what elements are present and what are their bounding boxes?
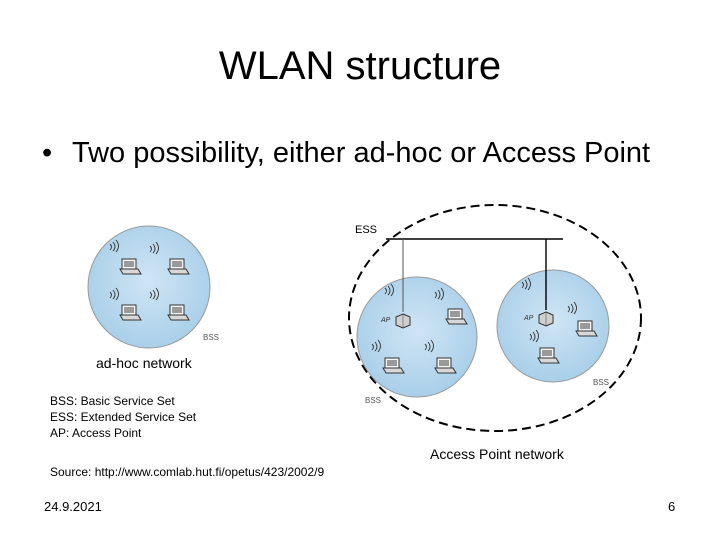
slide-date: 24.9.2021 (44, 499, 102, 514)
ap-cell-left: AP BSS (357, 277, 477, 405)
page-number: 6 (668, 499, 675, 514)
ap-label: AP (523, 315, 534, 322)
adhoc-cell: BSS (88, 226, 219, 348)
adhoc-network-caption: ad-hoc network (96, 355, 192, 371)
legend-item: BSS: Basic Service Set (50, 393, 196, 409)
ess-label: ESS (355, 224, 377, 236)
ap-label: AP (380, 317, 391, 324)
legend-item: ESS: Extended Service Set (50, 409, 196, 425)
access-point-network-caption: Access Point network (430, 446, 564, 462)
access-point-icon (539, 312, 553, 326)
access-point-icon (396, 314, 410, 328)
legend-item: AP: Access Point (50, 425, 196, 441)
bss-label: BSS (593, 378, 609, 387)
bss-label: BSS (365, 396, 381, 405)
bss-label: BSS (203, 333, 219, 342)
source-citation: Source: http://www.comlab.hut.fi/opetus/… (50, 465, 324, 479)
ap-cell-right: AP BSS (497, 270, 609, 387)
legend: BSS: Basic Service Set ESS: Extended Ser… (50, 393, 196, 441)
